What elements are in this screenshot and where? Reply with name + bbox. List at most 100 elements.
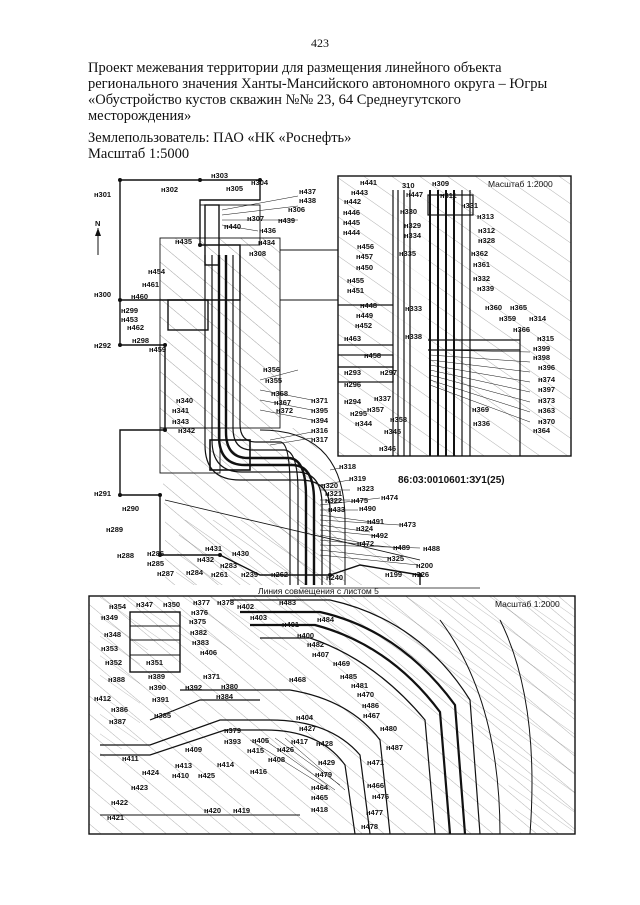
point-label: н466 (367, 781, 384, 790)
point-label: н447 (406, 190, 423, 199)
point-label: н351 (146, 658, 163, 667)
point-label: н373 (538, 396, 555, 405)
point-label: н361 (473, 260, 490, 269)
point-label: н353 (101, 644, 118, 653)
point-label: н338 (405, 332, 422, 341)
point-label: н331 (461, 201, 478, 210)
point-label: н291 (94, 489, 111, 498)
point-label: н391 (152, 695, 169, 704)
point-label: н340 (176, 396, 193, 405)
point-label: н462 (127, 323, 144, 332)
point-label: н429 (318, 758, 335, 767)
point-label: н473 (399, 520, 416, 529)
inset-scale: Масштаб 1:2000 (495, 599, 560, 609)
point-label: н411 (122, 754, 139, 763)
point-label: н438 (299, 196, 316, 205)
point-label: н452 (355, 321, 372, 330)
inset-top: Масштаб 1:2000 н441 н443 н442 н446 н445 … (337, 175, 572, 457)
point-label: н470 (357, 690, 374, 699)
point-label: н333 (405, 304, 422, 313)
point-label: н316 (311, 426, 328, 435)
point-label: н379 (224, 726, 241, 735)
point-label: н240 (326, 573, 343, 582)
point-label: н334 (404, 231, 422, 240)
point-label: н492 (371, 531, 388, 540)
point-label: н372 (276, 406, 293, 415)
point-label: н416 (250, 767, 267, 776)
point-label: н389 (148, 672, 165, 681)
point-label: н364 (533, 426, 551, 435)
point-label: н468 (289, 675, 306, 684)
point-label: н356 (263, 365, 280, 374)
point-label: н284 (186, 568, 204, 577)
point-label: н297 (380, 368, 397, 377)
point-label: н352 (105, 658, 122, 667)
inset-scale: Масштаб 1:2000 (488, 179, 553, 189)
point-label: н402 (237, 602, 254, 611)
point-label: н413 (175, 761, 192, 770)
point-label: н293 (344, 368, 361, 377)
title-line: месторождения» (88, 108, 192, 124)
point-label: н311 (440, 191, 457, 200)
point-label: н408 (268, 755, 285, 764)
point-label: н305 (226, 184, 243, 193)
point-label: н484 (317, 615, 335, 624)
point-label: н419 (233, 806, 250, 815)
inset-bottom-point-labels: н354 н347 н350 н377 н378 н376 н402 н483 … (94, 598, 403, 831)
point-label: 310 (402, 181, 415, 190)
point-label: н355 (265, 376, 282, 385)
point-label: н431 (205, 544, 222, 553)
point-label: н449 (356, 311, 373, 320)
point-label: н359 (499, 314, 516, 323)
point-label: н489 (393, 543, 410, 552)
point-label: н397 (538, 385, 555, 394)
point-label: н445 (343, 218, 360, 227)
point-label: н435 (175, 237, 192, 246)
point-label: н436 (259, 226, 276, 235)
point-label: н410 (172, 771, 189, 780)
point-label: н477 (366, 808, 383, 817)
point-label: н423 (131, 783, 148, 792)
point-label: н317 (311, 435, 328, 444)
point-label: н199 (385, 570, 402, 579)
point-label: н329 (404, 221, 421, 230)
point-label: н460 (131, 292, 148, 301)
point-label: н469 (333, 659, 350, 668)
point-label: н239 (241, 570, 258, 579)
point-label: н456 (357, 242, 374, 251)
title-line: Проект межевания территории для размещен… (88, 60, 502, 76)
point-label: н422 (111, 798, 128, 807)
point-label: н300 (94, 290, 111, 299)
point-label: н425 (198, 771, 215, 780)
point-label: н369 (472, 405, 489, 414)
point-label: н345 (384, 427, 401, 436)
point-label: н306 (288, 205, 305, 214)
point-label: н398 (533, 353, 550, 362)
point-label: н441 (360, 178, 377, 187)
point-label: н320 (321, 481, 338, 490)
title-line: «Обустройство кустов скважин №№ 23, 64 С… (88, 92, 461, 108)
point-label: н371 (203, 672, 220, 681)
point-label: н428 (316, 739, 333, 748)
point-label: н262 (271, 570, 288, 579)
point-label: н407 (312, 650, 329, 659)
point-label: н346 (379, 444, 396, 453)
point-label: н286 (147, 549, 164, 558)
point-label: н335 (399, 249, 416, 258)
point-label: н459 (149, 345, 166, 354)
document-header: Проект межевания территории для размещен… (88, 60, 578, 162)
point-label: н458 (364, 351, 381, 360)
point-label: н467 (363, 711, 380, 720)
point-label: н453 (121, 315, 138, 324)
boundary-line (119, 179, 421, 585)
point-label: н415 (247, 746, 264, 755)
point-label: н442 (344, 197, 361, 206)
point-label: н454 (148, 267, 166, 276)
point-label: н336 (473, 419, 490, 428)
point-label: н328 (478, 236, 495, 245)
point-label: н481 (351, 681, 368, 690)
point-label: н332 (473, 274, 490, 283)
point-label: н448 (360, 301, 377, 310)
point-label: н296 (344, 380, 361, 389)
